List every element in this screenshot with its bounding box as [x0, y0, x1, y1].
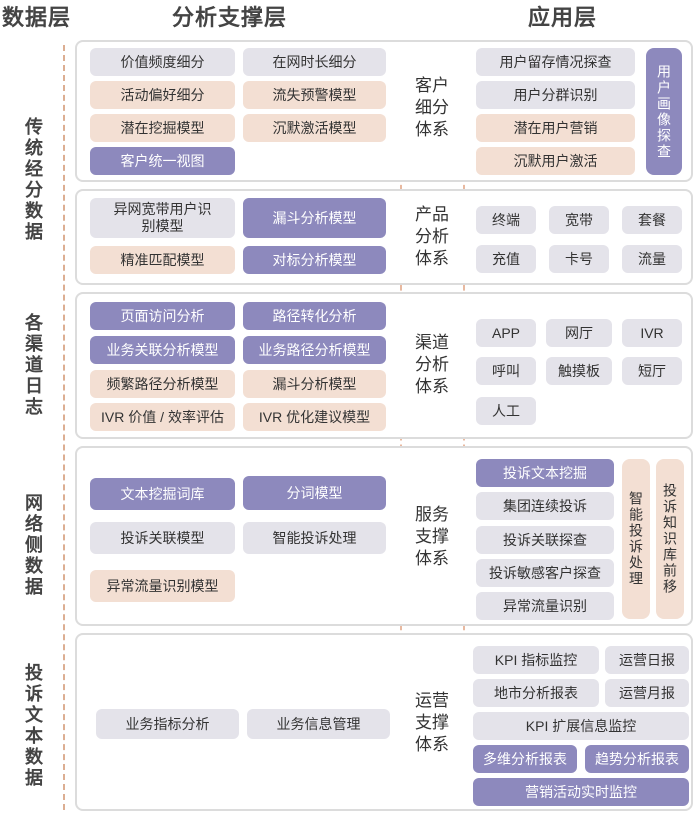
- app-item: 呼叫: [476, 357, 536, 385]
- app-side-knowledge-base: 投诉知识库前移: [656, 459, 684, 619]
- system-label-service: 服务支撑体系: [415, 505, 449, 568]
- analysis-item: 路径转化分析: [243, 302, 386, 330]
- analysis-item: 价值频度细分: [90, 48, 235, 76]
- analysis-item: 文本挖掘词库: [90, 478, 235, 510]
- analysis-item: IVR 价值 / 效率评估: [90, 403, 235, 431]
- app-item: 流量: [622, 245, 682, 273]
- app-item: 卡号: [549, 245, 609, 273]
- analysis-item: 业务信息管理: [247, 709, 390, 739]
- app-item: 投诉敏感客户探查: [476, 559, 614, 587]
- app-item: KPI 指标监控: [473, 646, 599, 674]
- app-item: 用户分群识别: [476, 81, 635, 109]
- app-item: 用户留存情况探查: [476, 48, 635, 76]
- app-item: 集团连续投诉: [476, 492, 614, 520]
- app-item: 终端: [476, 206, 536, 234]
- app-side-smart-complaint: 智能投诉处理: [622, 459, 650, 619]
- data-source-channel-logs: 各渠道日志: [23, 312, 43, 418]
- data-source-complaint-text: 投诉文本数据: [23, 663, 43, 789]
- analysis-item: 分词模型: [243, 476, 386, 510]
- system-label-operation: 运营支撑体系: [415, 691, 449, 754]
- analysis-item: 业务指标分析: [96, 709, 239, 739]
- app-item: 套餐: [622, 206, 682, 234]
- analysis-item: 频繁路径分析模型: [90, 370, 235, 398]
- app-item: 运营月报: [605, 679, 689, 707]
- header-data-layer: 数据层: [2, 5, 72, 30]
- header-application-layer: 应用层: [528, 5, 598, 30]
- analysis-item: 页面访问分析: [90, 302, 235, 330]
- analysis-item: 异常流量识别模型: [90, 570, 235, 602]
- app-item: 充值: [476, 245, 536, 273]
- app-item: 网厅: [546, 319, 612, 347]
- app-item: 沉默用户激活: [476, 147, 635, 175]
- app-item: 异常流量识别: [476, 592, 614, 620]
- analysis-item: 对标分析模型: [243, 246, 386, 274]
- analysis-item: 在网时长细分: [243, 48, 386, 76]
- app-side-user-profile: 用户画像探查: [646, 48, 682, 175]
- analysis-item: 精准匹配模型: [90, 246, 235, 274]
- analysis-item: 异网宽带用户识别模型: [90, 198, 235, 238]
- system-label-customer: 客户细分体系: [415, 76, 449, 139]
- app-item: 投诉关联探查: [476, 526, 614, 554]
- app-item: 趋势分析报表: [585, 745, 689, 773]
- app-item: 投诉文本挖掘: [476, 459, 614, 487]
- separator-data-analysis: [63, 45, 65, 810]
- app-item: 地市分析报表: [473, 679, 599, 707]
- app-item: IVR: [622, 319, 682, 347]
- system-label-product: 产品分析体系: [415, 205, 449, 268]
- app-item: 人工: [476, 397, 536, 425]
- analysis-item: 客户统一视图: [90, 147, 235, 175]
- analysis-item: 投诉关联模型: [90, 522, 235, 554]
- app-item: 宽带: [549, 206, 609, 234]
- header-analysis-layer: 分析支撑层: [172, 5, 288, 30]
- analysis-item: 潜在挖掘模型: [90, 114, 235, 142]
- app-item: 运营日报: [605, 646, 689, 674]
- data-source-network: 网络侧数据: [23, 492, 43, 598]
- app-item: 潜在用户营销: [476, 114, 635, 142]
- analysis-item: 业务关联分析模型: [90, 336, 235, 364]
- analysis-item: 智能投诉处理: [243, 522, 386, 554]
- app-item: APP: [476, 319, 536, 347]
- analysis-item: 漏斗分析模型: [243, 198, 386, 238]
- data-source-bss: 传统经分数据: [23, 116, 43, 243]
- analysis-item: 流失预警模型: [243, 81, 386, 109]
- analysis-item: 活动偏好细分: [90, 81, 235, 109]
- app-item: 短厅: [622, 357, 682, 385]
- analysis-item: 漏斗分析模型: [243, 370, 386, 398]
- analysis-item: 沉默激活模型: [243, 114, 386, 142]
- app-item: 触摸板: [546, 357, 612, 385]
- analysis-item: 业务路径分析模型: [243, 336, 386, 364]
- app-item: 营销活动实时监控: [473, 778, 689, 806]
- app-item: KPI 扩展信息监控: [473, 712, 689, 740]
- app-item: 多维分析报表: [473, 745, 577, 773]
- analysis-item: IVR 优化建议模型: [243, 403, 386, 431]
- system-label-channel: 渠道分析体系: [415, 333, 449, 396]
